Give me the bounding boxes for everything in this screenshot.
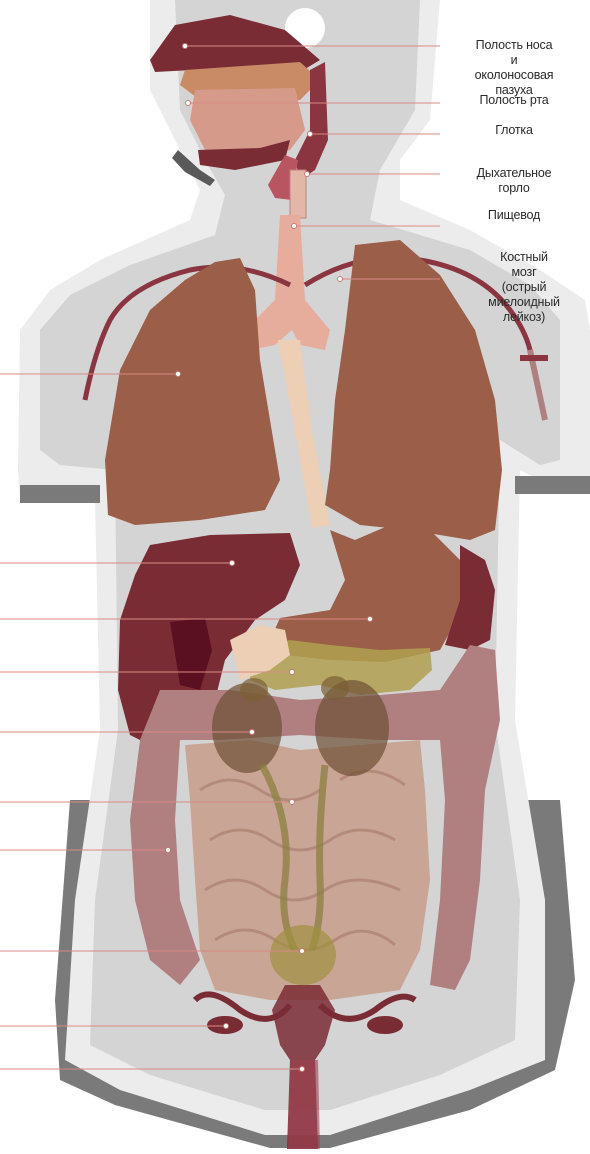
esophagus-upper <box>290 170 306 218</box>
vagina-shape <box>288 1060 320 1149</box>
label-pharynx: Глотка <box>495 123 532 138</box>
label-oral-cavity: Полость рта <box>479 93 548 108</box>
right-adrenal <box>321 676 349 700</box>
label-nasal-cavity: Полость носа и околоносовая пазуха <box>475 38 554 98</box>
right-arm-vessel-tip <box>520 355 548 361</box>
label-esophagus: Пищевод <box>488 208 540 223</box>
label-trachea: Дыхательное горло <box>476 166 552 196</box>
right-shoulder-bar <box>515 476 590 494</box>
left-adrenal <box>240 678 268 702</box>
left-shoulder-bar <box>20 485 100 503</box>
right-ovary <box>367 1016 403 1034</box>
label-bone-marrow: Костный мозг (острый миелоидный лейкоз) <box>488 250 560 325</box>
bladder-shape <box>270 925 336 985</box>
